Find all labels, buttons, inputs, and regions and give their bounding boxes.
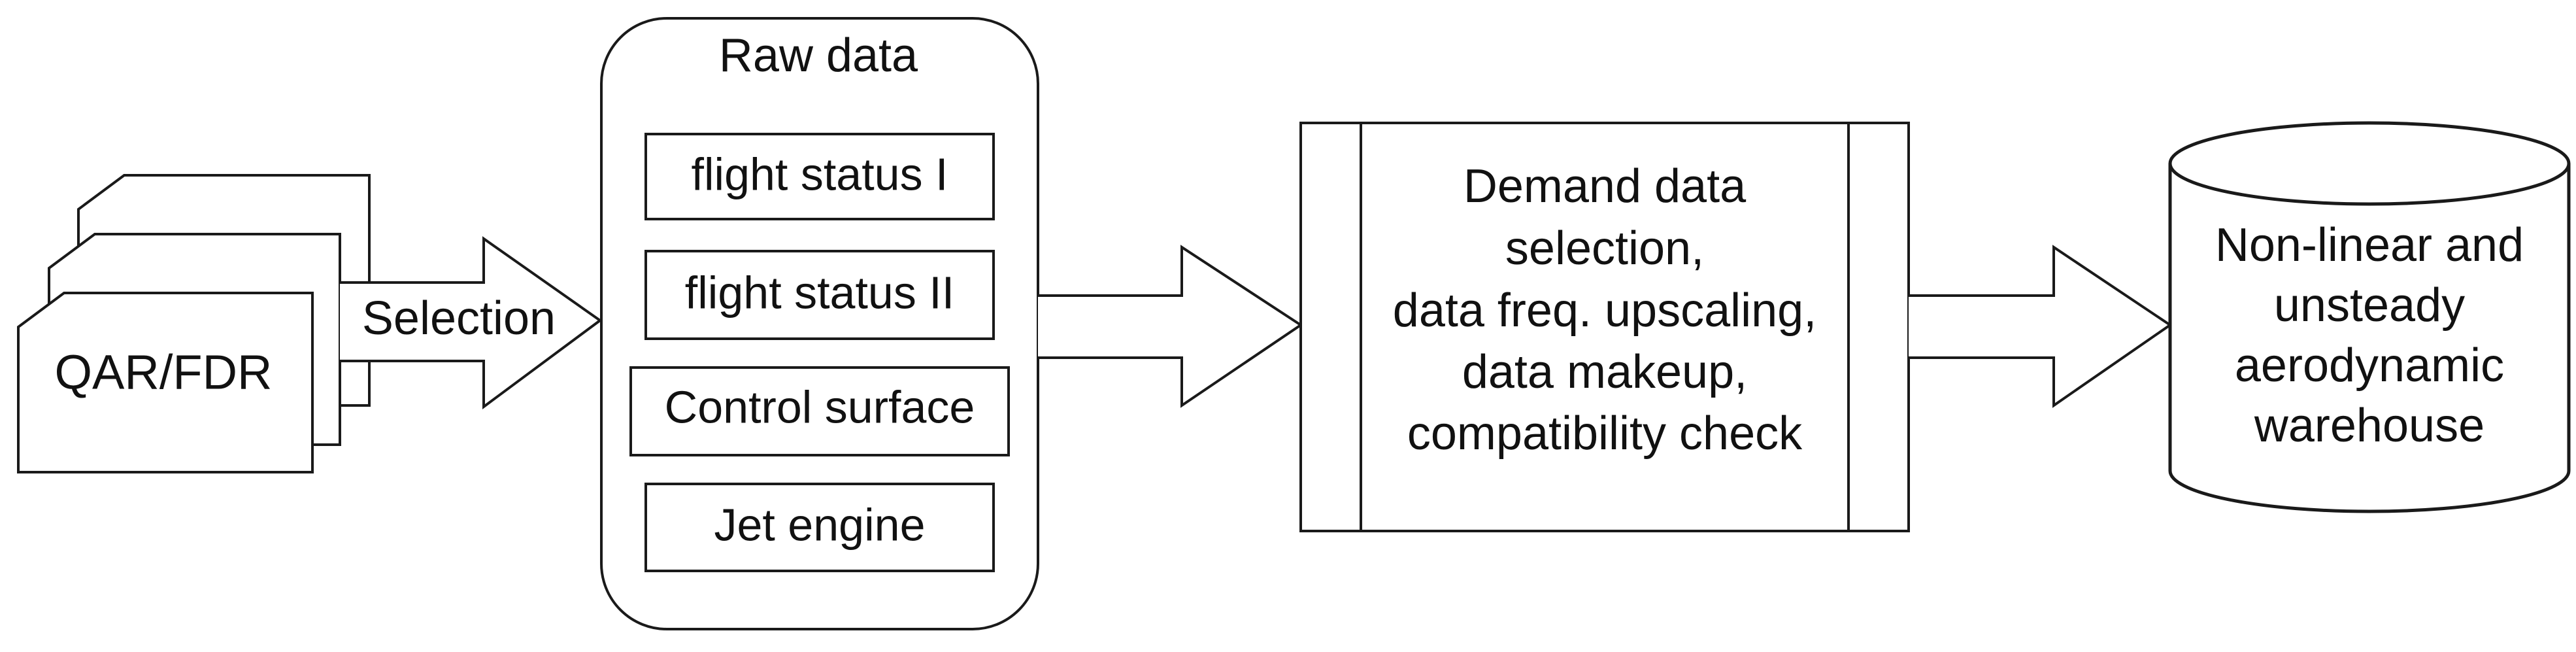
warehouse-line: unsteady <box>2274 279 2465 332</box>
flow-arrow-raw-to-process <box>1038 245 1303 408</box>
process-line: Demand data <box>1464 160 1747 213</box>
warehouse-group: Non-linear and unsteady aerodynamic ware… <box>2168 121 2571 513</box>
warehouse-cylinder-top <box>2168 121 2571 206</box>
warehouse-line: aerodynamic <box>2235 339 2504 392</box>
warehouse-line: warehouse <box>2254 400 2484 452</box>
process-line: data makeup, <box>1462 346 1747 398</box>
raw-data-item-box <box>629 366 1010 456</box>
raw-data-title: Raw data <box>719 29 918 82</box>
process-line: selection, <box>1505 222 1704 275</box>
selection-arrow-label: Selection <box>362 292 556 345</box>
warehouse-line: Non-linear and <box>2215 219 2524 271</box>
process-group: Demand data selection, data freq. upscal… <box>1299 122 1910 532</box>
document-shape-front <box>17 292 314 473</box>
qar-fdr-document-stack: QAR/FDR <box>17 174 371 473</box>
process-box <box>1299 122 1910 532</box>
warehouse-cylinder-body <box>2168 163 2571 513</box>
raw-data-item-box <box>644 133 995 220</box>
raw-data-item-label: Jet engine <box>714 499 925 550</box>
raw-data-group: Raw data flight status I flight status I… <box>600 17 1039 630</box>
raw-data-item-box <box>644 483 995 572</box>
flow-arrow-process-to-warehouse <box>1909 245 2173 408</box>
selection-arrow: Selection <box>340 236 603 409</box>
qar-fdr-label: QAR/FDR <box>55 345 273 400</box>
raw-data-item-box <box>644 250 995 340</box>
raw-data-item-label: Control surface <box>665 381 975 432</box>
raw-data-item-label: flight status I <box>692 148 948 199</box>
raw-data-item-label: flight status II <box>685 267 954 318</box>
process-line: compatibility check <box>1407 407 1803 460</box>
process-line: data freq. upscaling, <box>1393 284 1816 337</box>
